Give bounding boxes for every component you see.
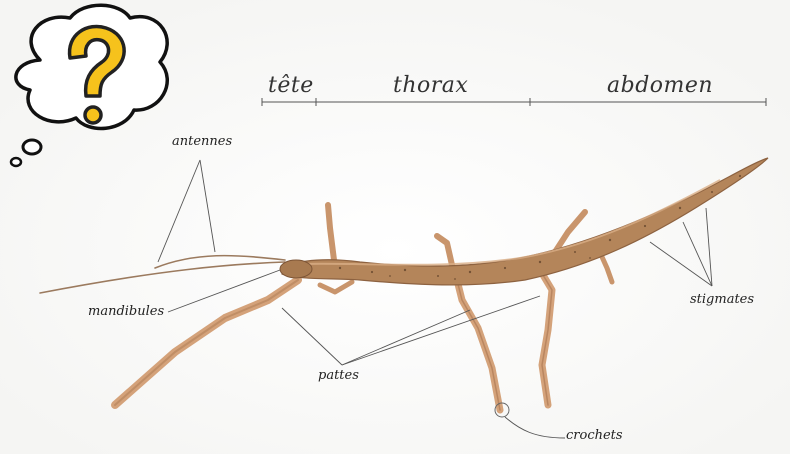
question-mark-dot xyxy=(85,107,101,123)
label-antennae: antennes xyxy=(172,134,232,149)
label-mandibles: mandibules xyxy=(88,304,164,319)
label-claws: crochets xyxy=(566,428,623,443)
thought-dot-small xyxy=(11,158,21,166)
label-spiracles: stigmates xyxy=(690,292,754,307)
insect-head xyxy=(280,260,312,278)
segment-label-abdomen: abdomen xyxy=(607,73,713,98)
segment-label-thorax: thorax xyxy=(393,73,468,98)
segment-label-head: tête xyxy=(268,73,314,98)
thought-dot-large xyxy=(23,140,41,154)
label-legs: pattes xyxy=(318,368,359,383)
